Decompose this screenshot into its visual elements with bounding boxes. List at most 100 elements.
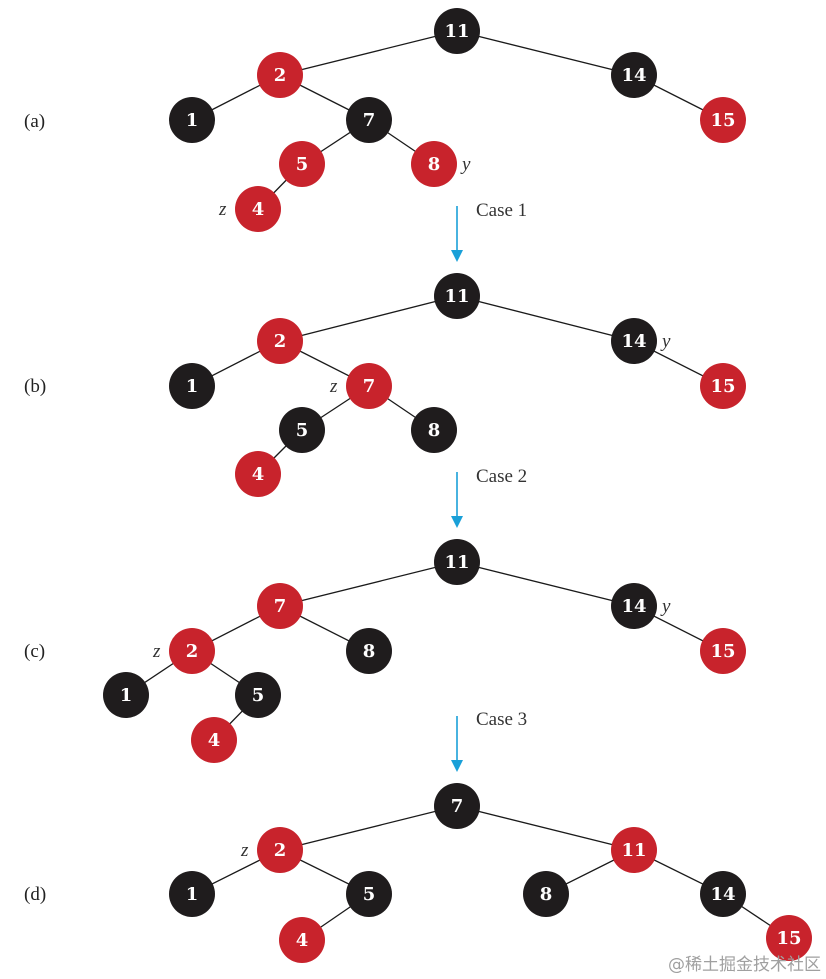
tree-node-c4: 4	[191, 717, 237, 763]
tree-node-a7: 7	[346, 97, 392, 143]
node-key: 4	[208, 730, 221, 751]
tree-node-b5: 5	[279, 407, 325, 453]
node-key: 14	[621, 596, 646, 617]
node-key: 8	[540, 884, 553, 905]
tree-edge-c11-c7	[279, 561, 458, 607]
node-circle-red	[169, 628, 215, 674]
node-circle-black	[611, 583, 657, 629]
transition-arrow-head	[451, 250, 463, 262]
tree-edge-b11-b2	[279, 295, 458, 342]
node-circle-black	[346, 871, 392, 917]
node-circle-black	[611, 318, 657, 364]
tree-node-a11: 11	[434, 8, 480, 54]
node-key: 15	[710, 110, 735, 131]
node-circle-red	[700, 97, 746, 143]
node-key: 11	[621, 840, 646, 861]
tree-node-c8: 8	[346, 628, 392, 674]
node-key: 8	[428, 154, 441, 175]
case-label: Case 2	[476, 466, 527, 487]
watermark: @稀土掘金技术社区	[668, 955, 821, 975]
node-key: 15	[776, 928, 801, 949]
node-circle-red	[257, 827, 303, 873]
node-key: 7	[274, 596, 287, 617]
node-key: 14	[621, 331, 646, 352]
tree-node-b11: 11	[434, 273, 480, 319]
node-circle-black	[523, 871, 569, 917]
node-circle-red	[766, 915, 812, 961]
tree-node-b7: 7	[346, 363, 392, 409]
tree-node-b1: 1	[169, 363, 215, 409]
tree-edge-a11-a14	[456, 30, 635, 76]
tree-node-c2: 2	[169, 628, 215, 674]
panel-label-d: (d)	[24, 884, 46, 905]
tree-node-a4: 4	[235, 186, 281, 232]
tree-node-d5: 5	[346, 871, 392, 917]
node-key: 2	[274, 65, 287, 86]
node-key: 15	[710, 641, 735, 662]
node-circle-black	[346, 628, 392, 674]
node-circle-red	[235, 451, 281, 497]
transition-arrow-head	[451, 760, 463, 772]
tree-node-a1: 1	[169, 97, 215, 143]
node-circle-black	[235, 672, 281, 718]
case-label: Case 1	[476, 200, 527, 221]
node-circle-black	[169, 871, 215, 917]
tree-node-c7: 7	[257, 583, 303, 629]
tree-node-b15: 15	[700, 363, 746, 409]
node-key: 8	[363, 641, 376, 662]
node-key: 1	[186, 884, 199, 905]
panel-label-b: (b)	[24, 376, 46, 397]
node-key: 2	[186, 641, 199, 662]
panel-label-a: (a)	[24, 111, 45, 132]
tree-node-a5: 5	[279, 141, 325, 187]
node-circle-red	[257, 52, 303, 98]
node-circle-red	[346, 363, 392, 409]
node-circle-black	[434, 8, 480, 54]
node-circle-red	[279, 917, 325, 963]
node-key: 11	[444, 552, 469, 573]
pointer-label-z: z	[218, 199, 227, 220]
tree-node-c14: 14	[611, 583, 657, 629]
pointer-label-y: y	[660, 596, 671, 617]
node-key: 4	[296, 930, 309, 951]
tree-node-a2: 2	[257, 52, 303, 98]
node-circle-red	[257, 583, 303, 629]
tree-node-a8: 8	[411, 141, 457, 187]
tree-node-d1: 1	[169, 871, 215, 917]
tree-node-d15: 15	[766, 915, 812, 961]
tree-node-d14: 14	[700, 871, 746, 917]
tree-edge-b11-b14	[456, 295, 635, 342]
tree-node-b14: 14	[611, 318, 657, 364]
tree-node-d2: 2	[257, 827, 303, 873]
tree-edge-d7-d11	[456, 805, 635, 851]
pointer-label-y: y	[460, 154, 471, 175]
tree-node-c11: 11	[434, 539, 480, 585]
node-circle-red	[411, 141, 457, 187]
node-key: 2	[274, 331, 287, 352]
node-key: 11	[444, 21, 469, 42]
node-key: 14	[621, 65, 646, 86]
node-circle-red	[235, 186, 281, 232]
node-circle-black	[434, 783, 480, 829]
node-circle-red	[257, 318, 303, 364]
node-key: 1	[186, 110, 199, 131]
pointer-label-y: y	[660, 331, 671, 352]
node-key: 14	[710, 884, 735, 905]
panel-label-c: (c)	[24, 641, 45, 662]
node-circle-black	[169, 363, 215, 409]
node-key: 11	[444, 286, 469, 307]
tree-edge-c11-c14	[456, 561, 635, 607]
node-key: 8	[428, 420, 441, 441]
tree-node-b2: 2	[257, 318, 303, 364]
node-key: 5	[296, 420, 309, 441]
node-circle-black	[169, 97, 215, 143]
tree-node-d11: 11	[611, 827, 657, 873]
node-key: 4	[252, 199, 265, 220]
node-circle-black	[279, 407, 325, 453]
tree-node-a14: 14	[611, 52, 657, 98]
node-key: 7	[363, 376, 376, 397]
case-label: Case 3	[476, 709, 527, 730]
node-key: 5	[252, 685, 265, 706]
